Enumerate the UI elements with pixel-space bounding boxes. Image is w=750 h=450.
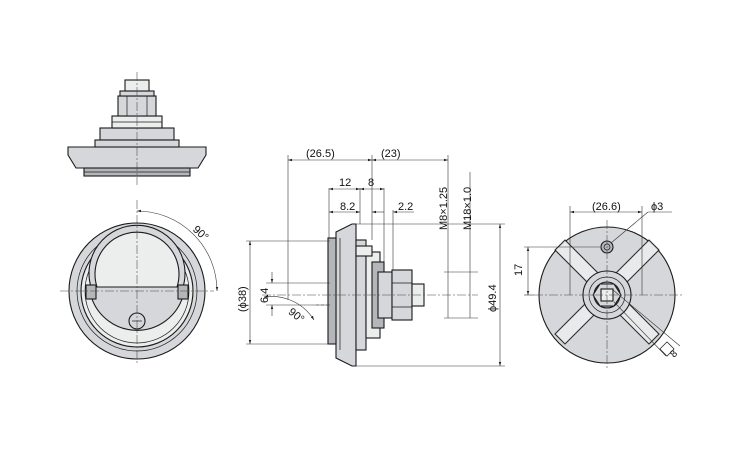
dim-8: 8 [368,177,374,189]
top-elevation-view [67,72,207,185]
front-view: 90° [60,200,219,365]
dim-17: 17 [513,264,525,276]
dim-12: 12 [339,177,351,189]
dim-2-2: 2.2 [398,201,413,213]
dim-6-4: 6.4 [259,288,271,303]
dim-26-5: (26.5) [306,148,335,160]
flange-body [67,146,207,169]
side-angle-label: 90° [286,306,307,326]
dim-dia49-4: ϕ49.4 [487,284,499,312]
end-view: (26.6) ϕ3 17 8 [513,201,682,370]
dim-8-2: 8.2 [340,201,355,213]
dim-dia38: (ϕ38) [237,286,249,312]
side-view: (26.5) (23) 12 8 8.2 2.2 M8×1.25 M18×1.0… [237,148,505,367]
dim-23: (23) [381,148,401,160]
thread-m8-label: M8×1.25 [438,187,450,230]
dim-26-6: (26.6) [592,201,621,213]
thread-m18-label: M18×1.0 [462,187,474,230]
dim-square-8: 8 [668,348,680,360]
dim-dia3: ϕ3 [651,201,663,213]
front-angle-label: 90° [190,224,210,244]
